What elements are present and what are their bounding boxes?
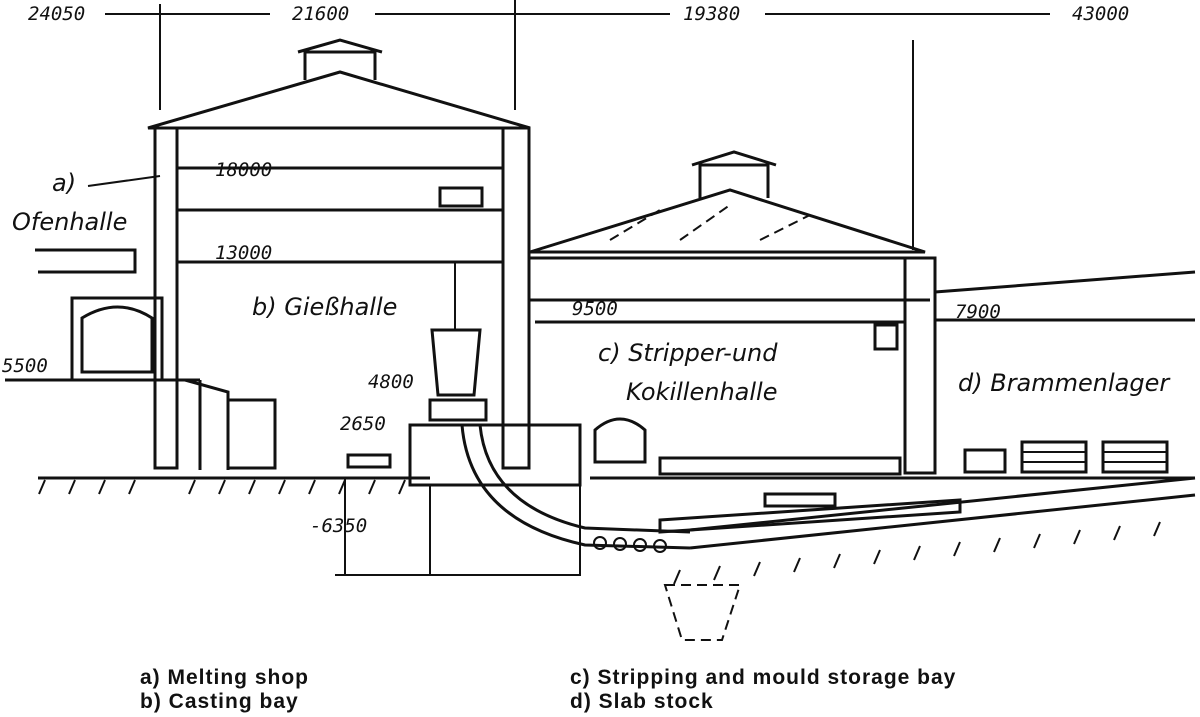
legend-c: c) Stripping and mould storage bay <box>570 666 956 689</box>
level-7900: 7900 <box>955 301 1001 323</box>
mould-stack <box>658 456 902 476</box>
legend-b: b) Casting bay <box>140 690 299 713</box>
label-brammenlager: d) Brammenlager <box>958 369 1171 397</box>
ladle-car <box>226 398 277 470</box>
level-13000: 13000 <box>215 242 272 264</box>
roof-vent-left <box>303 50 377 80</box>
slab-pile-1 <box>963 448 1007 474</box>
torch-cutter <box>763 492 837 508</box>
label-stripper-line2: Kokillenhalle <box>626 378 777 406</box>
legend: a) Melting shop b) Casting bay c) Stripp… <box>140 666 956 713</box>
pit-structure <box>408 423 582 487</box>
ingot-mould <box>346 453 392 469</box>
label-a-marker: a) <box>52 169 76 197</box>
label-ofenhalle: Ofenhalle <box>12 208 127 236</box>
roller-table-lower <box>689 493 1196 550</box>
level-marks: 18000 13000 9500 7900 5500 4800 2650 -63… <box>2 159 1001 576</box>
roof-middle <box>529 188 926 254</box>
roof-vent-middle <box>698 163 770 198</box>
crane-trolley <box>438 186 484 208</box>
column-middle <box>501 126 531 470</box>
pit-dashed <box>663 584 742 641</box>
level-5500: 5500 <box>2 355 48 377</box>
legend-a: a) Melting shop <box>140 666 309 689</box>
casting-machine <box>428 398 488 422</box>
label-stripper-line1: c) Stripper-und <box>598 339 778 367</box>
dim-label-3: 19380 <box>683 3 740 25</box>
roof-left <box>147 70 531 130</box>
slab-pile-2 <box>1020 440 1088 474</box>
dim-label-1: 24050 <box>28 3 85 25</box>
label-a-leader <box>87 175 161 187</box>
melting-furnace <box>70 296 164 382</box>
legend-d: d) Slab stock <box>570 690 714 713</box>
level-2650: 2650 <box>340 413 386 435</box>
stripper-crane <box>593 417 647 464</box>
level-18000: 18000 <box>215 159 272 181</box>
ladle <box>430 328 482 397</box>
dim-label-4: 43000 <box>1072 3 1129 25</box>
hall-labels: a) Ofenhalle b) Gießhalle c) Stripper-un… <box>12 169 1171 406</box>
strand-guide <box>429 424 1196 641</box>
pit-walls <box>429 485 581 576</box>
level-4800: 4800 <box>368 371 414 393</box>
rollers <box>593 536 667 553</box>
stripper-bay-building <box>529 150 937 476</box>
crane-cab <box>873 323 899 351</box>
ground-line <box>38 476 1195 585</box>
dim-label-2: 21600 <box>292 3 349 25</box>
slab-pile-3 <box>1101 440 1169 474</box>
column-right <box>903 256 937 475</box>
level-minus-6350: -6350 <box>310 515 367 537</box>
level-9500: 9500 <box>572 298 618 320</box>
dimension-chain: 24050 21600 19380 43000 <box>28 0 1129 250</box>
slab-stock-area <box>934 270 1196 474</box>
roller-table-upper <box>689 476 1196 532</box>
slab-stock-roof <box>934 270 1196 294</box>
label-giesshalle: b) Gießhalle <box>252 293 397 321</box>
ofenhalle-roof <box>35 248 137 274</box>
slab-on-table <box>658 498 962 534</box>
casting-bay-building <box>5 38 582 487</box>
